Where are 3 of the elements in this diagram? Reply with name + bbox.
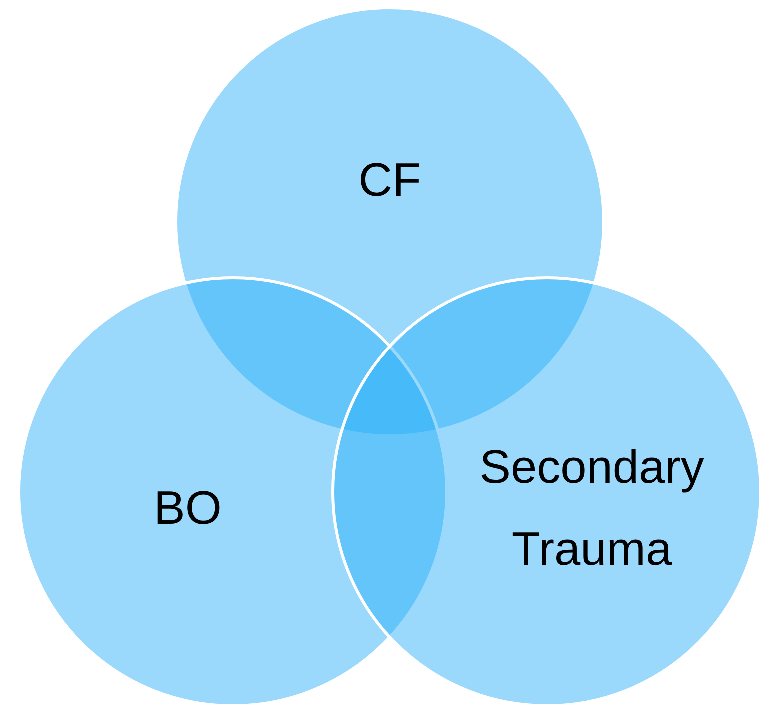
circle-label: CF xyxy=(358,152,422,208)
circle-label: BO xyxy=(153,480,223,536)
circle-label: Secondary Trauma xyxy=(478,438,706,577)
